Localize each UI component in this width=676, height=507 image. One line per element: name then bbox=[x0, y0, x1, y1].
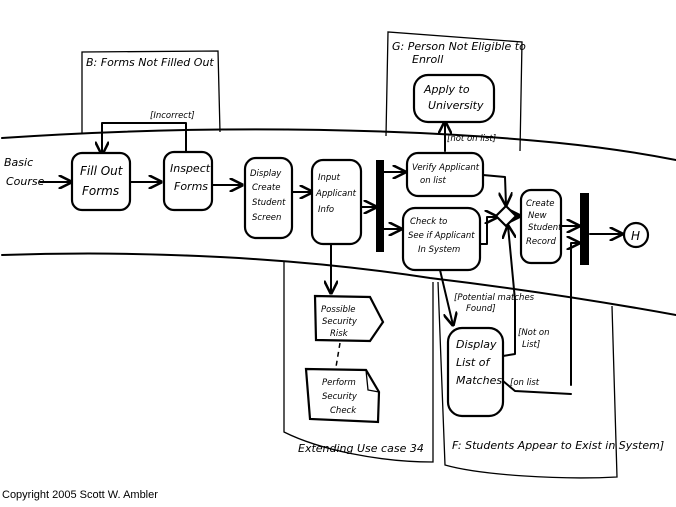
activity-fill-out-forms: Fill Out Forms bbox=[70, 151, 132, 212]
note-perform-security-check: Perform Security Check bbox=[304, 367, 381, 424]
frame-students-appear-to-exist: F: Students Appear to Exist in System] bbox=[437, 281, 664, 479]
svg-text:In System: In System bbox=[418, 245, 460, 255]
frame-person-not-eligible: G: Person Not Eligible to Enroll bbox=[385, 31, 526, 152]
frame-forms-not-filled-out: B: Forms Not Filled Out bbox=[81, 50, 221, 133]
svg-text:Forms: Forms bbox=[82, 184, 119, 198]
guard-not-on-list-top: [not on list] bbox=[447, 134, 496, 144]
svg-text:Verify Applicant: Verify Applicant bbox=[412, 163, 480, 173]
svg-text:Apply to: Apply to bbox=[423, 83, 470, 96]
svg-text:Display: Display bbox=[250, 169, 282, 179]
frame-extending-use-case: Extending Use case 34 bbox=[283, 262, 434, 463]
svg-text:Security: Security bbox=[322, 317, 358, 327]
frame-g-title-2: Enroll bbox=[412, 53, 443, 66]
svg-text:See if Applicant: See if Applicant bbox=[408, 231, 475, 241]
frame-g-title-1: G: Person Not Eligible to bbox=[392, 40, 526, 53]
svg-text:on list: on list bbox=[420, 176, 446, 186]
svg-text:Security: Security bbox=[322, 392, 358, 402]
activity-inspect-forms: Inspect Forms bbox=[162, 150, 214, 212]
svg-text:Student: Student bbox=[528, 223, 562, 233]
svg-text:Display: Display bbox=[456, 338, 497, 351]
merge-node bbox=[494, 204, 518, 228]
svg-text:Inspect: Inspect bbox=[170, 162, 211, 175]
svg-text:H: H bbox=[631, 229, 640, 243]
svg-text:Risk: Risk bbox=[330, 329, 349, 339]
frame-f-title: F: Students Appear to Exist in System] bbox=[452, 439, 664, 452]
activity-verify-applicant: Verify Applicant on list bbox=[405, 151, 485, 198]
signal-possible-security-risk: Possible Security Risk bbox=[313, 294, 385, 343]
guard-incorrect: [Incorrect] bbox=[150, 111, 195, 121]
svg-text:Fill Out: Fill Out bbox=[80, 164, 124, 178]
svg-text:Create: Create bbox=[252, 183, 280, 193]
activity-display-create-student-screen: Display Create Student Screen bbox=[243, 156, 294, 240]
activity-create-student-record: Create New Student Record bbox=[519, 188, 562, 265]
svg-text:University: University bbox=[428, 99, 484, 112]
svg-text:Matches: Matches bbox=[456, 374, 502, 387]
activity-input-applicant-info: Input Applicant Info bbox=[310, 158, 363, 246]
frame-ext-title: Extending Use case 34 bbox=[298, 442, 424, 455]
lane-boundary-top bbox=[1, 128, 676, 161]
lane-boundary-bottom bbox=[1, 252, 676, 316]
svg-text:Student: Student bbox=[252, 198, 286, 208]
svg-text:Input: Input bbox=[318, 173, 341, 183]
copyright-text: Copyright 2005 Scott W. Ambler bbox=[2, 489, 158, 501]
svg-text:Check: Check bbox=[330, 406, 357, 416]
svg-text:New: New bbox=[528, 211, 547, 221]
activity-display-list-of-matches: Display List of Matches bbox=[446, 326, 505, 418]
svg-text:Perform: Perform bbox=[322, 378, 356, 388]
guard-not-on-list-1: [Not on bbox=[518, 328, 550, 338]
join-bar bbox=[580, 193, 589, 265]
svg-text:Applicant: Applicant bbox=[315, 189, 357, 199]
svg-text:Info: Info bbox=[318, 205, 334, 215]
svg-text:Forms: Forms bbox=[174, 180, 208, 193]
activity-apply-to-university: Apply to University bbox=[412, 73, 496, 124]
start-label-2: Course bbox=[6, 175, 45, 188]
svg-text:Screen: Screen bbox=[252, 213, 281, 223]
history-state: H bbox=[622, 221, 650, 249]
guard-on-list: [on list bbox=[510, 378, 540, 388]
svg-text:Create: Create bbox=[526, 199, 554, 209]
svg-text:Check to: Check to bbox=[410, 217, 447, 227]
guard-potential-matches-1: [Potential matches bbox=[454, 293, 535, 303]
svg-text:List of: List of bbox=[456, 356, 491, 369]
guard-not-on-list-2: List] bbox=[522, 340, 540, 350]
activity-check-applicant-in-system: Check to See if Applicant In System bbox=[401, 206, 482, 272]
guard-potential-matches-2: Found] bbox=[466, 304, 496, 314]
svg-text:Record: Record bbox=[526, 237, 557, 247]
svg-text:Possible: Possible bbox=[321, 305, 356, 315]
frame-b-title: B: Forms Not Filled Out bbox=[86, 56, 214, 69]
start-label-1: Basic bbox=[4, 156, 33, 169]
fork-bar bbox=[376, 160, 384, 252]
